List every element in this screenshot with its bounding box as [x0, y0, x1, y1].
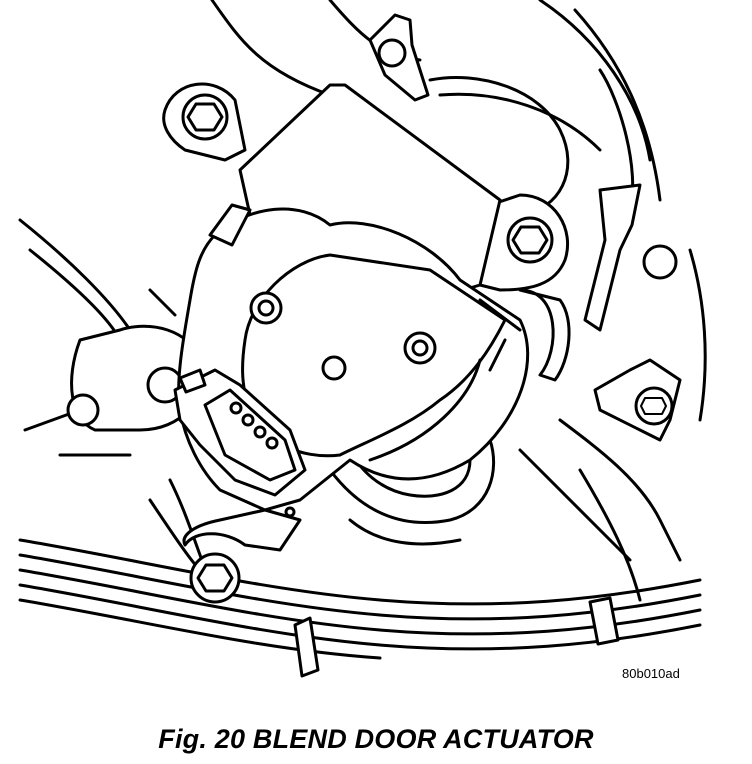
screw-right: [506, 216, 554, 264]
electrical-connector: [173, 368, 307, 497]
blend-door-actuator-illustration: [18, 0, 707, 678]
screw-top-left: [181, 93, 229, 141]
right-hardware: [518, 183, 682, 442]
top-mounting-bracket: [368, 13, 430, 102]
screw-bottom-left: [189, 552, 241, 604]
figure-code: 80b010ad: [622, 666, 680, 681]
wire-harness: [18, 538, 702, 678]
figure-caption: Fig. 20 BLEND DOOR ACTUATOR: [158, 724, 594, 754]
